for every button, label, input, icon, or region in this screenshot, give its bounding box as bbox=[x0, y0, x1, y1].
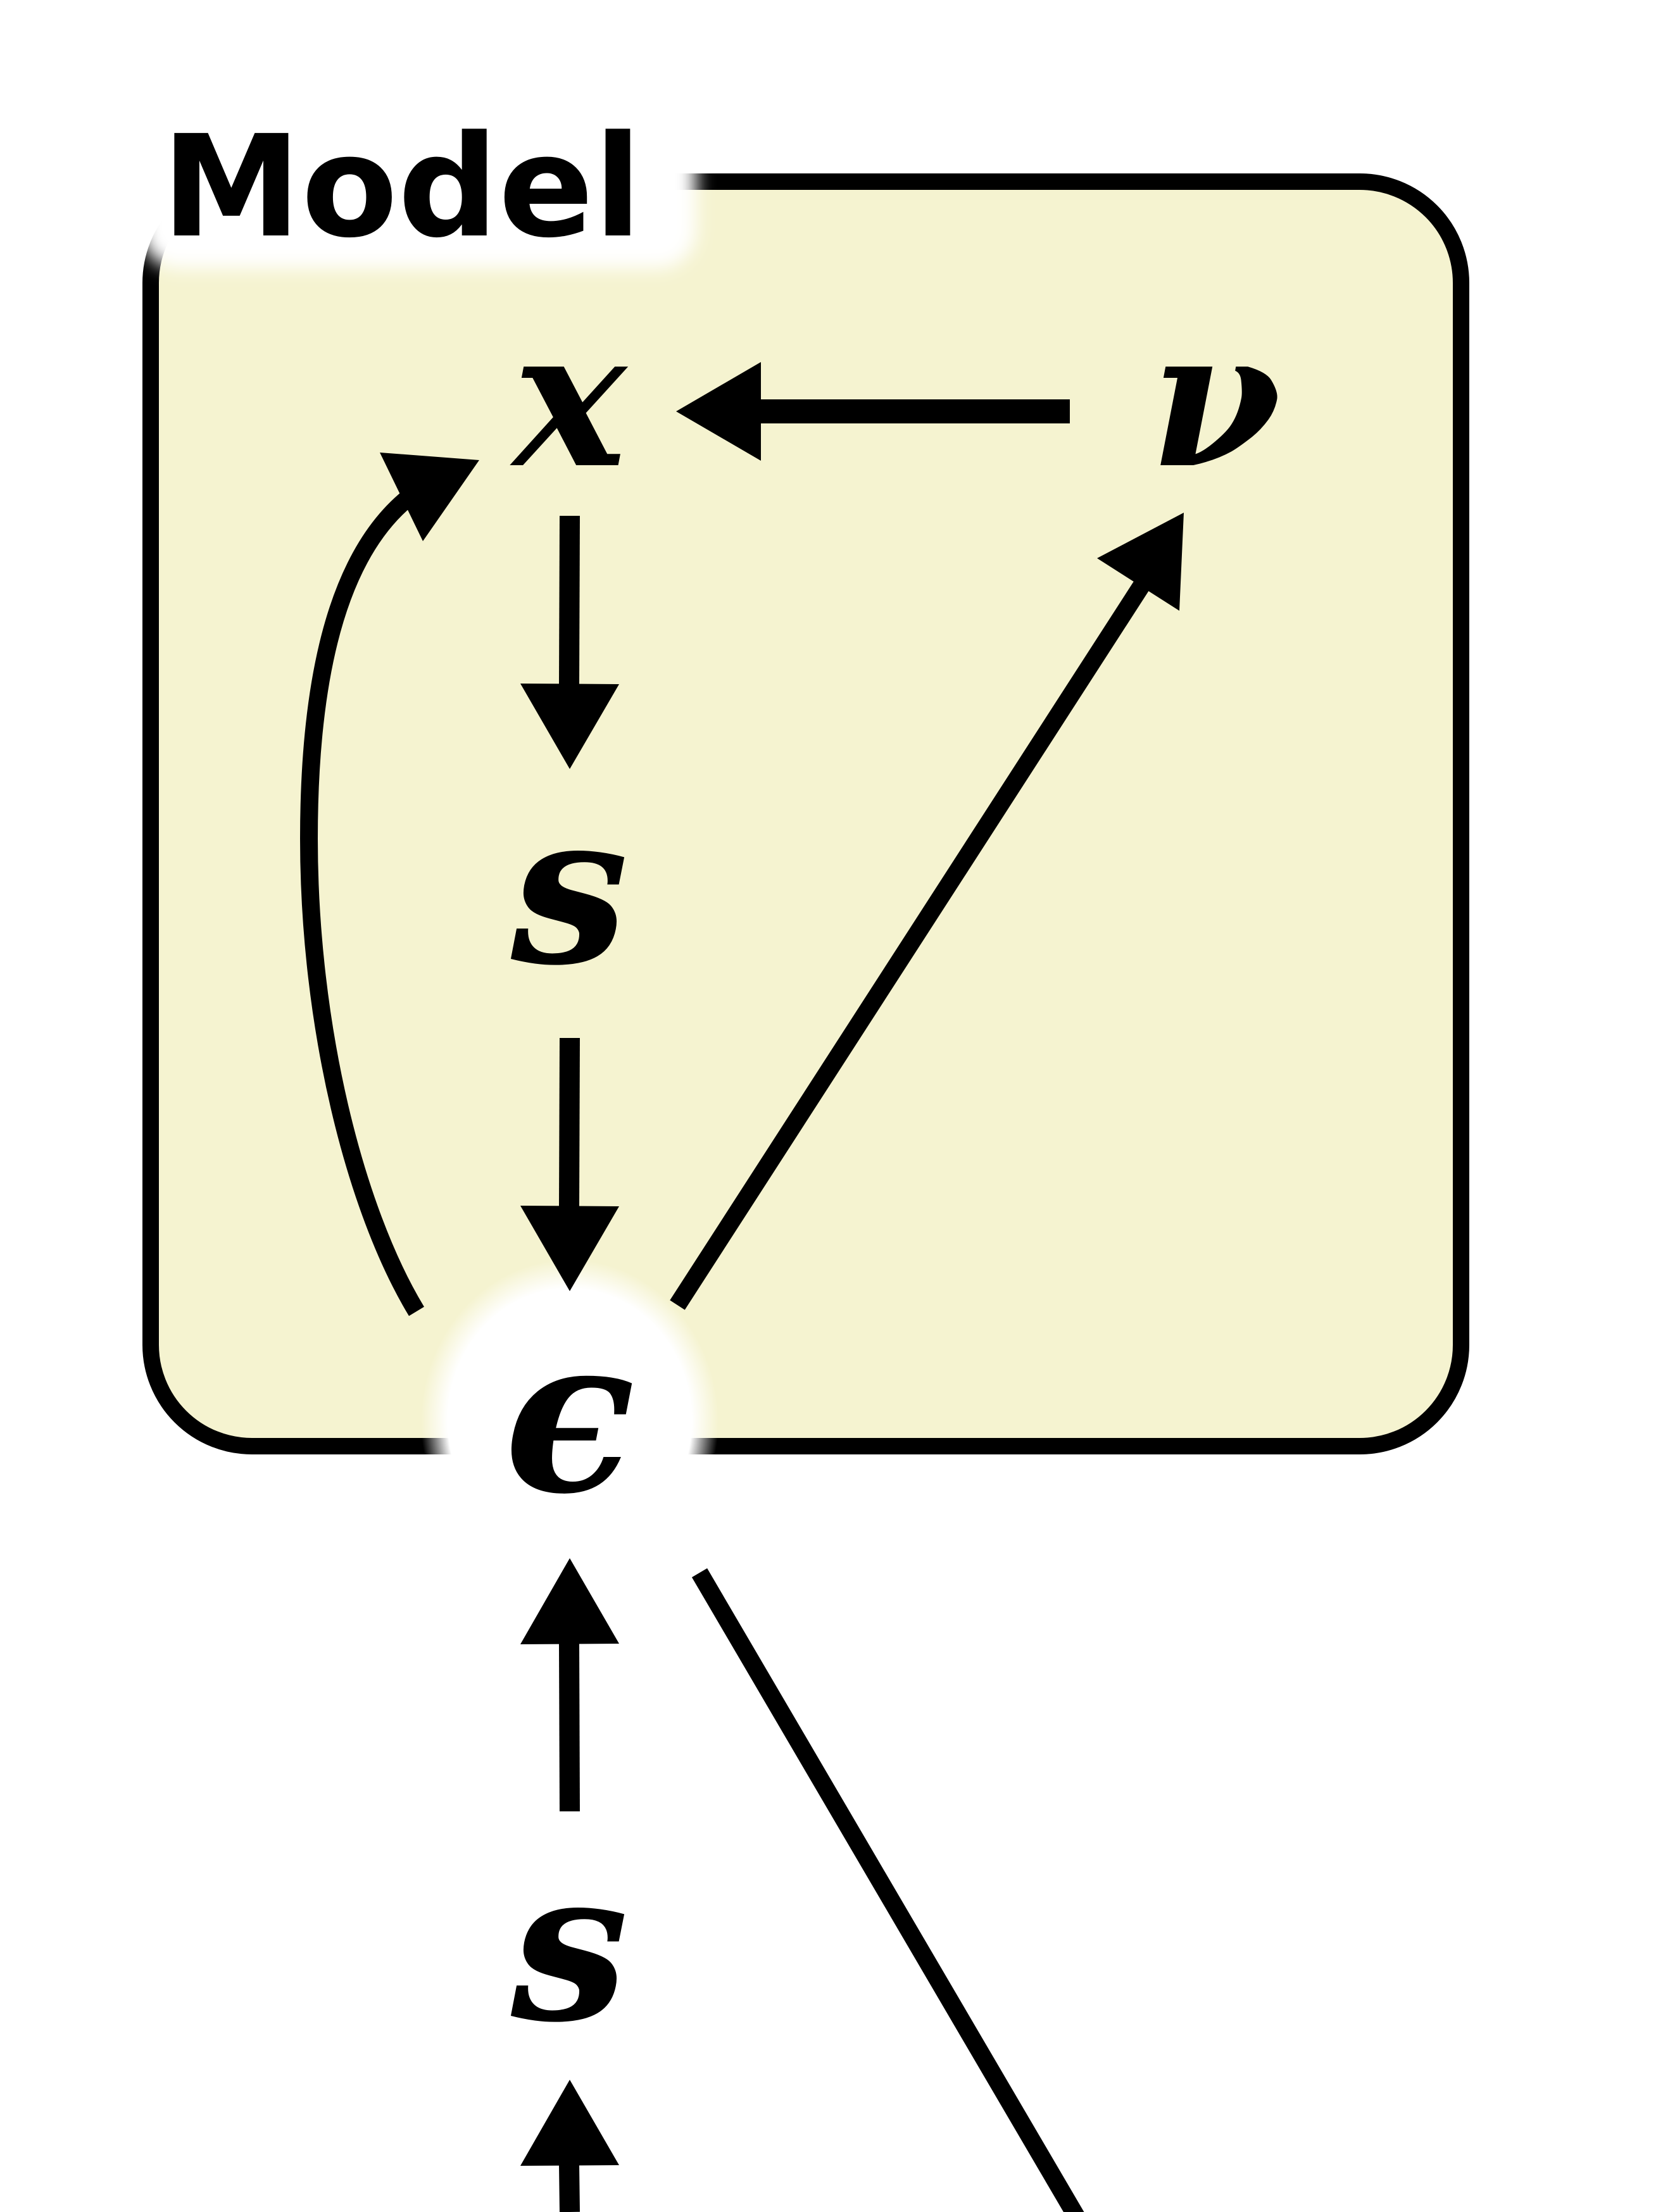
edge-s-outer-to-epsilon bbox=[520, 1558, 619, 1812]
edge-x-to-s-inner bbox=[520, 515, 619, 769]
model-box bbox=[142, 173, 1469, 1454]
node-epsilon: ϵ bbox=[504, 1289, 635, 1542]
model-title: Model bbox=[161, 106, 642, 269]
node-x: x bbox=[507, 287, 629, 510]
edge-nu-to-x bbox=[676, 362, 1070, 461]
node-s-inner: s bbox=[508, 766, 629, 1011]
edge-epsilon-to-nu bbox=[670, 513, 1184, 1310]
model-title-backdrop bbox=[141, 115, 696, 268]
node-nu: ν bbox=[1150, 287, 1281, 510]
node-s-outer: s bbox=[508, 1823, 629, 2068]
edge-epsilon-outgoing-diagonal bbox=[691, 1568, 1084, 2212]
edge-epsilon-to-x bbox=[299, 453, 479, 1316]
edge-s-inner-to-epsilon bbox=[520, 1037, 619, 1291]
edge-offscreen-to-s-outer bbox=[520, 2080, 619, 2212]
epsilon-halo bbox=[421, 1259, 719, 1582]
